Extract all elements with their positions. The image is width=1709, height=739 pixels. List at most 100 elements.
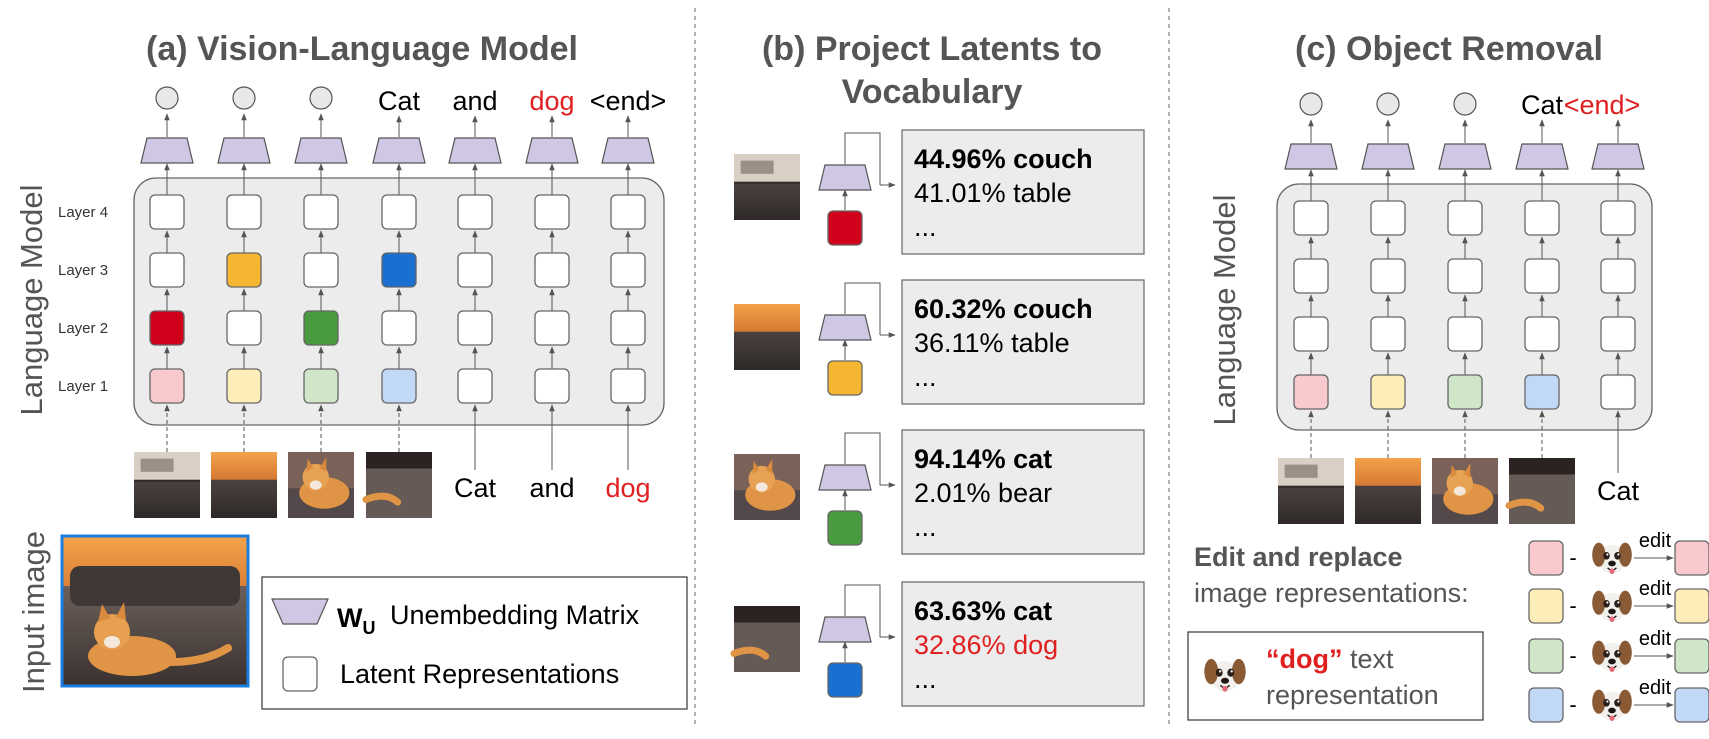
latent-box	[610, 310, 646, 346]
output-token-and: and	[452, 86, 497, 116]
dog-text-box: “dog” text representation	[1187, 631, 1484, 721]
image-patch	[211, 452, 277, 518]
latent-box	[1600, 258, 1636, 294]
panel-c: (c) Object Removal Language Model Cat <e…	[1187, 30, 1709, 723]
image-patch	[134, 452, 200, 518]
latent-box	[226, 368, 262, 404]
output-placeholder-circle	[1299, 92, 1323, 116]
latent-box	[534, 368, 570, 404]
latent-box	[457, 252, 493, 288]
edit-source-box	[1528, 687, 1564, 723]
edit-target-box	[1674, 687, 1709, 723]
latent-box	[610, 368, 646, 404]
projection-patch	[734, 304, 800, 370]
edit-subtitle: image representations:	[1194, 578, 1469, 608]
edit-row: -edit	[1528, 578, 1709, 624]
language-model-label-c: Language Model	[1207, 195, 1242, 426]
projection-result-box	[901, 129, 1145, 255]
unembedding-trapezoid	[525, 137, 579, 164]
edit-rows: -edit-edit-edit-edit	[1528, 530, 1709, 723]
dog-text-rest: text	[1342, 644, 1394, 674]
projection-unembedding	[818, 164, 872, 191]
input-token-cat: Cat	[454, 473, 497, 503]
latent-box	[226, 252, 262, 288]
latent-box	[381, 252, 417, 288]
projection-connector	[844, 432, 881, 485]
image-patch	[1505, 458, 1575, 524]
projection-latent-box	[827, 662, 863, 698]
unembedding-trapezoid	[1515, 143, 1569, 170]
image-patches	[134, 452, 432, 518]
svg-text:WU: WU	[337, 603, 375, 638]
layer-label: Layer 3	[58, 262, 108, 279]
unembedding-trapezoid	[294, 137, 348, 164]
edit-row: - edit	[1528, 677, 1709, 723]
latent-box	[1370, 200, 1406, 236]
minus-sign: -	[1569, 545, 1576, 570]
unembedding-trapezoid	[1284, 143, 1338, 170]
projection-result-box	[901, 429, 1145, 555]
projection-connector	[844, 132, 881, 185]
latent-box	[149, 194, 185, 230]
latent-box	[457, 194, 493, 230]
edit-row: -edit	[1528, 530, 1709, 576]
latent-box	[1293, 200, 1329, 236]
latent-box	[1447, 374, 1483, 410]
panel-b: (b) Project Latents to Vocabulary 44.96%…	[730, 30, 1145, 707]
layer-label: Layer 1	[58, 378, 108, 395]
output-placeholder-circle	[309, 86, 333, 110]
latent-box	[1447, 258, 1483, 294]
latent-box	[457, 368, 493, 404]
dog-text-quoted: “dog”	[1266, 644, 1342, 674]
projection-patch	[734, 154, 800, 220]
edit-source-box	[1528, 540, 1564, 576]
output-token-end: <end>	[590, 86, 667, 116]
input-image-label: Input image	[16, 531, 51, 693]
latent-box	[1447, 316, 1483, 352]
latent-box	[610, 194, 646, 230]
unembedding-trapezoid	[1438, 143, 1492, 170]
projection-top1: 60.32% couch	[914, 294, 1093, 324]
edit-target-box	[1674, 540, 1709, 576]
image-patch	[362, 452, 432, 518]
latent-box	[1524, 258, 1560, 294]
dog-icon	[1591, 589, 1633, 623]
latent-box	[534, 252, 570, 288]
unembedding-trapezoid	[372, 137, 426, 164]
input-token-and: and	[529, 473, 574, 503]
edit-target-box	[1674, 638, 1709, 674]
panel-b-title-line2: Vocabulary	[842, 73, 1023, 111]
edit-source-box	[1528, 638, 1564, 674]
edit-label: edit	[1639, 677, 1672, 699]
edit-title: Edit and replace	[1194, 542, 1403, 572]
projection-ellipsis: ...	[914, 512, 937, 542]
edit-target-box	[1674, 588, 1709, 624]
unembedding-trapezoid	[1361, 143, 1415, 170]
input-token-dog: dog	[605, 473, 650, 503]
latent-box	[149, 310, 185, 346]
output-token-cat: Cat	[378, 86, 421, 116]
edit-source-box	[1528, 588, 1564, 624]
projection-result-box	[901, 581, 1145, 707]
latent-box	[226, 194, 262, 230]
projection-unembedding	[818, 464, 872, 491]
latent-box	[303, 194, 339, 230]
unembedding-trapezoid	[448, 137, 502, 164]
projection-unembedding	[818, 314, 872, 341]
unembedding-trapezoid	[1591, 143, 1645, 170]
dog-icon	[1591, 639, 1633, 673]
minus-sign: -	[1569, 692, 1576, 717]
latent-box	[381, 310, 417, 346]
projection-ellipsis: ...	[914, 212, 937, 242]
image-patch	[1355, 458, 1421, 524]
image-patches-c	[1278, 458, 1575, 524]
projection-top1: 94.14% cat	[914, 444, 1052, 474]
latent-grid-c	[1284, 92, 1645, 473]
legend-unembedding-icon	[271, 598, 329, 625]
projection-top1: 63.63% cat	[914, 596, 1052, 626]
language-model-label: Language Model	[14, 185, 49, 416]
